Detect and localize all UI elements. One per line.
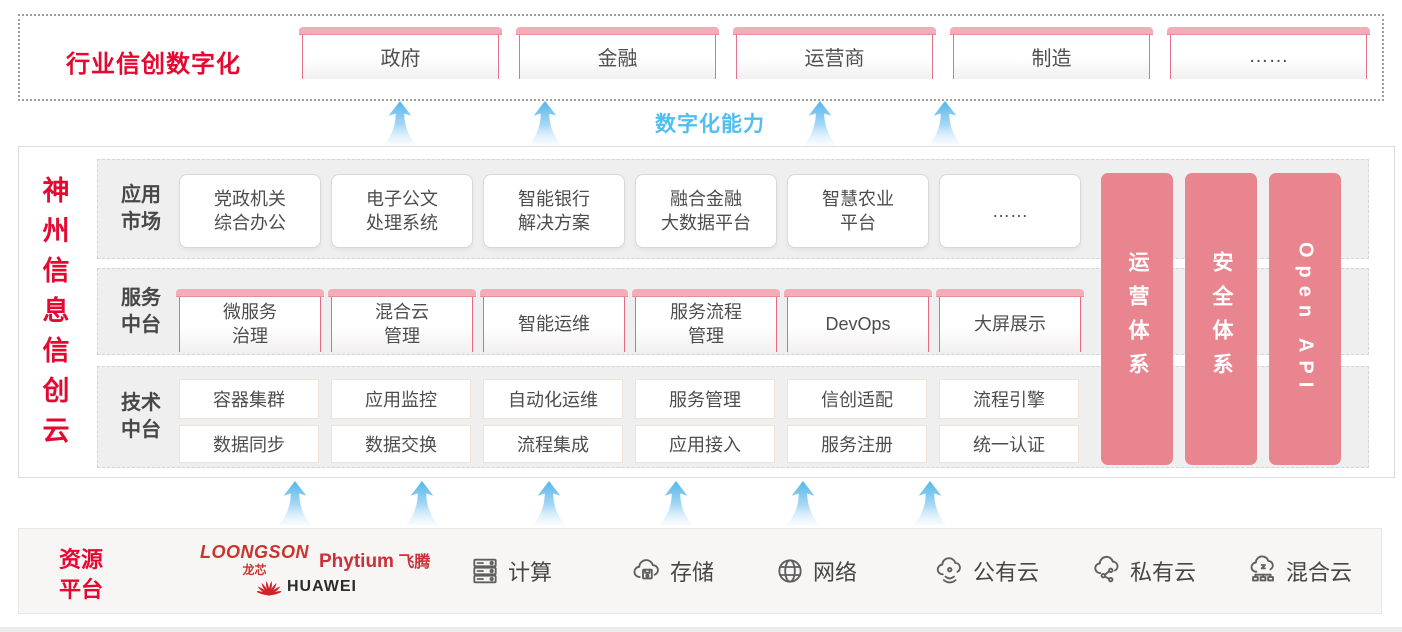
resource-item-private-cloud: 私有云 xyxy=(1091,555,1196,587)
industry-digitalization-section: 行业信创数字化 政府 金融 运营商 制造 …… xyxy=(18,14,1384,101)
up-arrow-icon xyxy=(278,481,312,525)
industry-box-manufacturing: 制造 xyxy=(950,27,1153,79)
app-box-smart-agriculture: 智慧农业 平台 xyxy=(787,174,929,248)
app-box-party-gov-office: 党政机关 综合办公 xyxy=(179,174,321,248)
row-label-technology-platform: 技术 中台 xyxy=(121,392,161,441)
huawei-logo-text: HUAWEI xyxy=(287,578,357,595)
up-arrow-icon xyxy=(528,101,562,145)
private-cloud-icon xyxy=(1094,555,1119,583)
loongson-logo-text: LOONGSON xyxy=(199,542,309,562)
up-arrow-icon xyxy=(532,481,566,525)
huawei-flower-icon xyxy=(257,581,281,596)
tech-box-process-engine: 流程引擎 xyxy=(939,379,1079,419)
resource-platform-section: 资源 平台 LOONGSON 龙芯 Phytium 飞腾 xyxy=(18,528,1382,614)
svc-box-big-screen-display: 大屏展示 xyxy=(936,289,1084,352)
network-globe-icon xyxy=(778,559,802,583)
cloud-platform-section: 神州信息信创云 应用 市场 党政机关 综合办公 电子公文 处理系统 智能银行 解… xyxy=(18,146,1395,478)
resource-item-label: 混合云 xyxy=(1286,560,1353,585)
svc-box-intelligent-ops: 智能运维 xyxy=(480,289,628,352)
resource-item-label: 计算 xyxy=(508,560,553,585)
tech-box-xinchuang-adaptation: 信创适配 xyxy=(787,379,927,419)
resource-item-label: 网络 xyxy=(813,560,858,585)
public-cloud-icon xyxy=(936,557,961,584)
svc-box-microservice-governance: 微服务 治理 xyxy=(176,289,324,352)
phytium-logo: Phytium 飞腾 xyxy=(319,548,430,573)
platform-title: 神州信息信创云 xyxy=(42,176,70,446)
up-arrow-icon xyxy=(659,481,693,525)
tech-box-data-sync: 数据同步 xyxy=(179,425,319,463)
tech-box-service-registry: 服务注册 xyxy=(787,425,927,463)
resource-item-compute: 计算 xyxy=(469,555,552,587)
svc-box-devops: DevOps xyxy=(784,289,932,352)
loongson-logo-cn: 龙芯 xyxy=(242,563,267,577)
app-box-smart-banking: 智能银行 解决方案 xyxy=(483,174,625,248)
storage-cloud-icon xyxy=(633,559,659,580)
row-label-service-platform: 服务 中台 xyxy=(121,286,161,336)
resource-item-label: 公有云 xyxy=(973,560,1040,585)
up-arrow-icon xyxy=(786,481,820,525)
compute-server-icon xyxy=(473,558,497,584)
hybrid-cloud-icon xyxy=(1250,555,1274,582)
phytium-logo-cn: 飞腾 xyxy=(398,554,431,571)
industry-box-more: …… xyxy=(1167,27,1370,79)
resource-item-storage: 存储 xyxy=(631,555,714,587)
up-arrow-icon xyxy=(383,101,417,145)
application-market-row: 应用 市场 党政机关 综合办公 电子公文 处理系统 智能银行 解决方案 融合金融… xyxy=(97,159,1369,259)
pillar-operations-system: 运营体系 xyxy=(1101,173,1173,465)
resource-section-title: 资源 平台 xyxy=(59,547,104,602)
up-arrow-icon xyxy=(913,481,947,525)
app-box-more: …… xyxy=(939,174,1081,248)
tech-box-container-cluster: 容器集群 xyxy=(179,379,319,419)
app-box-edoc-system: 电子公文 处理系统 xyxy=(331,174,473,248)
industry-section-title: 行业信创数字化 xyxy=(66,51,241,78)
resource-item-public-cloud: 公有云 xyxy=(934,555,1039,587)
capability-label: 数字化能力 xyxy=(655,113,765,136)
pillar-security-system: 安全体系 xyxy=(1185,173,1257,465)
up-arrow-icon xyxy=(928,101,962,145)
technology-platform-row: 技术 中台 容器集群 应用监控 自动化运维 服务管理 信创适配 流程引擎 数据同… xyxy=(97,366,1369,468)
up-arrow-icon xyxy=(803,101,837,145)
up-arrow-icon xyxy=(405,481,439,525)
tech-box-app-monitoring: 应用监控 xyxy=(331,379,471,419)
service-platform-row: 服务 中台 微服务 治理 混合云 管理 智能运维 服务流程 管理 DevOps … xyxy=(97,268,1369,355)
huawei-logo: HUAWEI xyxy=(257,576,357,598)
tech-box-process-integration: 流程集成 xyxy=(483,425,623,463)
pillar-open-api: Open API xyxy=(1269,173,1341,465)
tech-box-app-access: 应用接入 xyxy=(635,425,775,463)
industry-box-government: 政府 xyxy=(299,27,502,79)
phytium-logo-text: Phytium xyxy=(319,551,394,572)
resource-item-label: 存储 xyxy=(670,560,715,585)
resource-item-label: 私有云 xyxy=(1130,560,1197,585)
industry-box-operator: 运营商 xyxy=(733,27,936,79)
app-box-finance-bigdata: 融合金融 大数据平台 xyxy=(635,174,777,248)
row-label-application-market: 应用 市场 xyxy=(121,184,161,233)
tech-box-data-exchange: 数据交换 xyxy=(331,425,471,463)
tech-box-unified-auth: 统一认证 xyxy=(939,425,1079,463)
bottom-divider xyxy=(0,627,1402,632)
resource-item-network: 网络 xyxy=(774,555,857,587)
svc-box-service-process-mgmt: 服务流程 管理 xyxy=(632,289,780,352)
tech-box-automated-ops: 自动化运维 xyxy=(483,379,623,419)
industry-box-finance: 金融 xyxy=(516,27,719,79)
tech-box-service-mgmt: 服务管理 xyxy=(635,379,775,419)
loongson-logo: LOONGSON 龙芯 xyxy=(197,542,312,578)
svc-box-hybrid-cloud-mgmt: 混合云 管理 xyxy=(328,289,476,352)
resource-item-hybrid-cloud: 混合云 xyxy=(1247,555,1352,587)
